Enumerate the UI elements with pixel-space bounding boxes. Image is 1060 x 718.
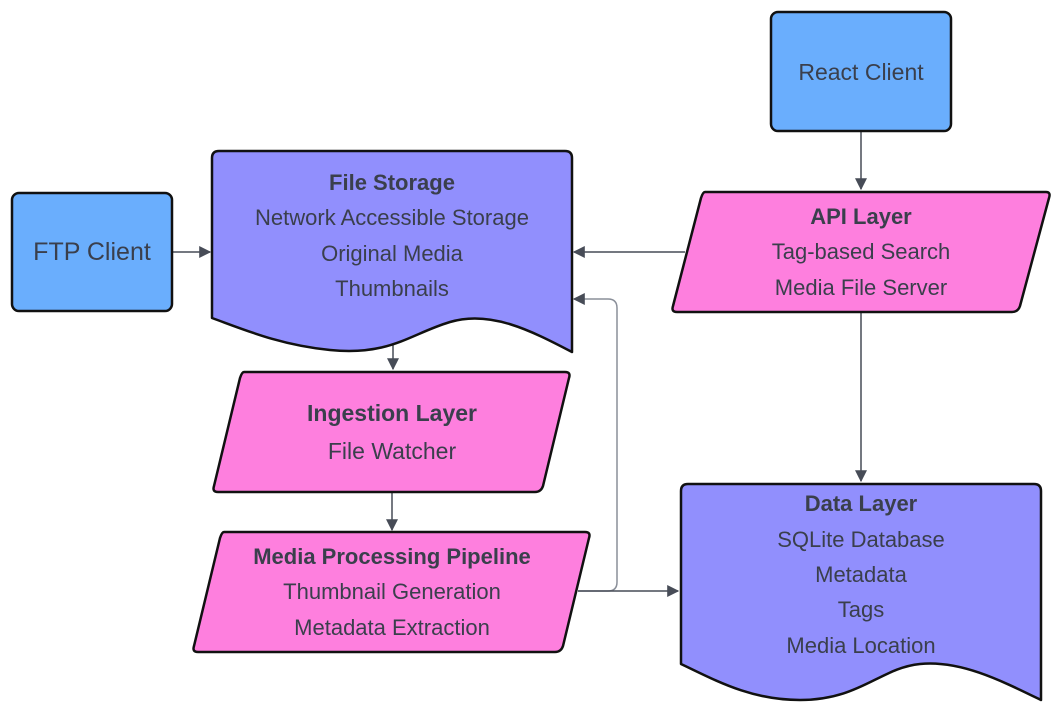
react-client-label: React Client xyxy=(798,59,924,85)
edges xyxy=(173,131,867,597)
api-layer-line: Media File Server xyxy=(775,275,947,300)
file-storage-shape xyxy=(210,149,574,354)
node-media-pipeline[interactable]: Media Processing Pipeline Thumbnail Gene… xyxy=(192,530,591,654)
api-layer-title: API Layer xyxy=(810,204,912,229)
ingestion-layer-shape xyxy=(212,370,571,494)
react-client-shape xyxy=(769,10,953,133)
ingestion-layer-title: Ingestion Layer xyxy=(307,400,477,426)
node-ftp-client[interactable]: FTP Client xyxy=(10,191,174,313)
ftp-client-shape xyxy=(10,191,174,313)
media-pipeline-shape xyxy=(192,530,591,654)
data-layer-shape xyxy=(679,482,1043,702)
file-storage-line: Thumbnails xyxy=(335,276,449,301)
node-ingestion-layer[interactable]: Ingestion Layer File Watcher xyxy=(212,370,571,494)
data-layer-line: Metadata xyxy=(815,562,907,587)
node-data-layer[interactable]: Data Layer SQLite Database Metadata Tags… xyxy=(679,482,1043,702)
data-layer-line: SQLite Database xyxy=(777,527,945,552)
node-react-client[interactable]: React Client xyxy=(769,10,953,133)
media-pipeline-line: Metadata Extraction xyxy=(294,615,490,640)
file-storage-line: Network Accessible Storage xyxy=(255,205,529,230)
media-pipeline-line: Thumbnail Generation xyxy=(283,579,501,604)
media-pipeline-title: Media Processing Pipeline xyxy=(253,544,531,569)
data-layer-line: Tags xyxy=(838,597,884,622)
api-layer-shape xyxy=(671,190,1051,314)
node-file-storage[interactable]: File Storage Network Accessible Storage … xyxy=(210,149,574,354)
file-storage-title: File Storage xyxy=(329,170,455,195)
api-layer-line: Tag-based Search xyxy=(772,239,951,264)
node-api-layer[interactable]: API Layer Tag-based Search Media File Se… xyxy=(671,190,1051,314)
data-layer-line: Media Location xyxy=(786,633,935,658)
ftp-client-label: FTP Client xyxy=(33,238,151,266)
ingestion-layer-line: File Watcher xyxy=(328,438,457,464)
data-layer-title: Data Layer xyxy=(805,491,918,516)
file-storage-line: Original Media xyxy=(321,241,464,266)
